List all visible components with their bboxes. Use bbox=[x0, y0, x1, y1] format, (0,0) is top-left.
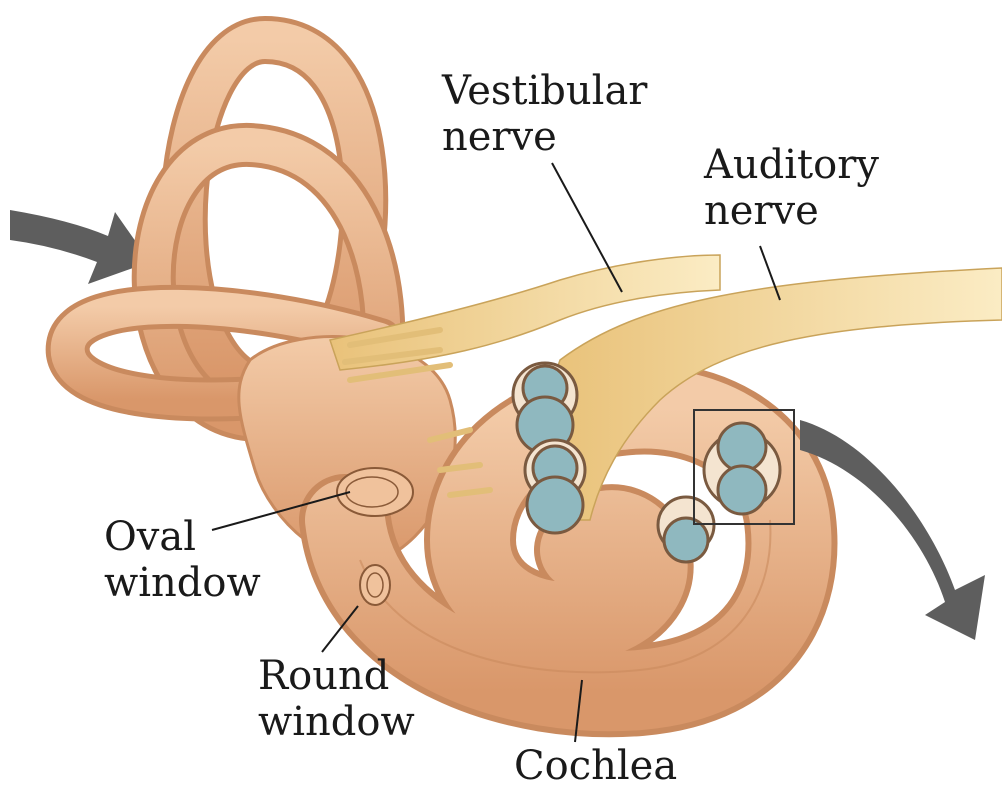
round-window bbox=[360, 565, 390, 605]
cochlea-label: Cochlea bbox=[514, 743, 677, 789]
auditory-nerve-label: Auditory nerve bbox=[704, 142, 879, 234]
incoming-arrow bbox=[10, 210, 150, 284]
round-window-label: Round window bbox=[258, 653, 415, 745]
oval-window-label: Oval window bbox=[104, 514, 261, 606]
vestibular-nerve-label: Vestibular nerve bbox=[442, 68, 647, 160]
